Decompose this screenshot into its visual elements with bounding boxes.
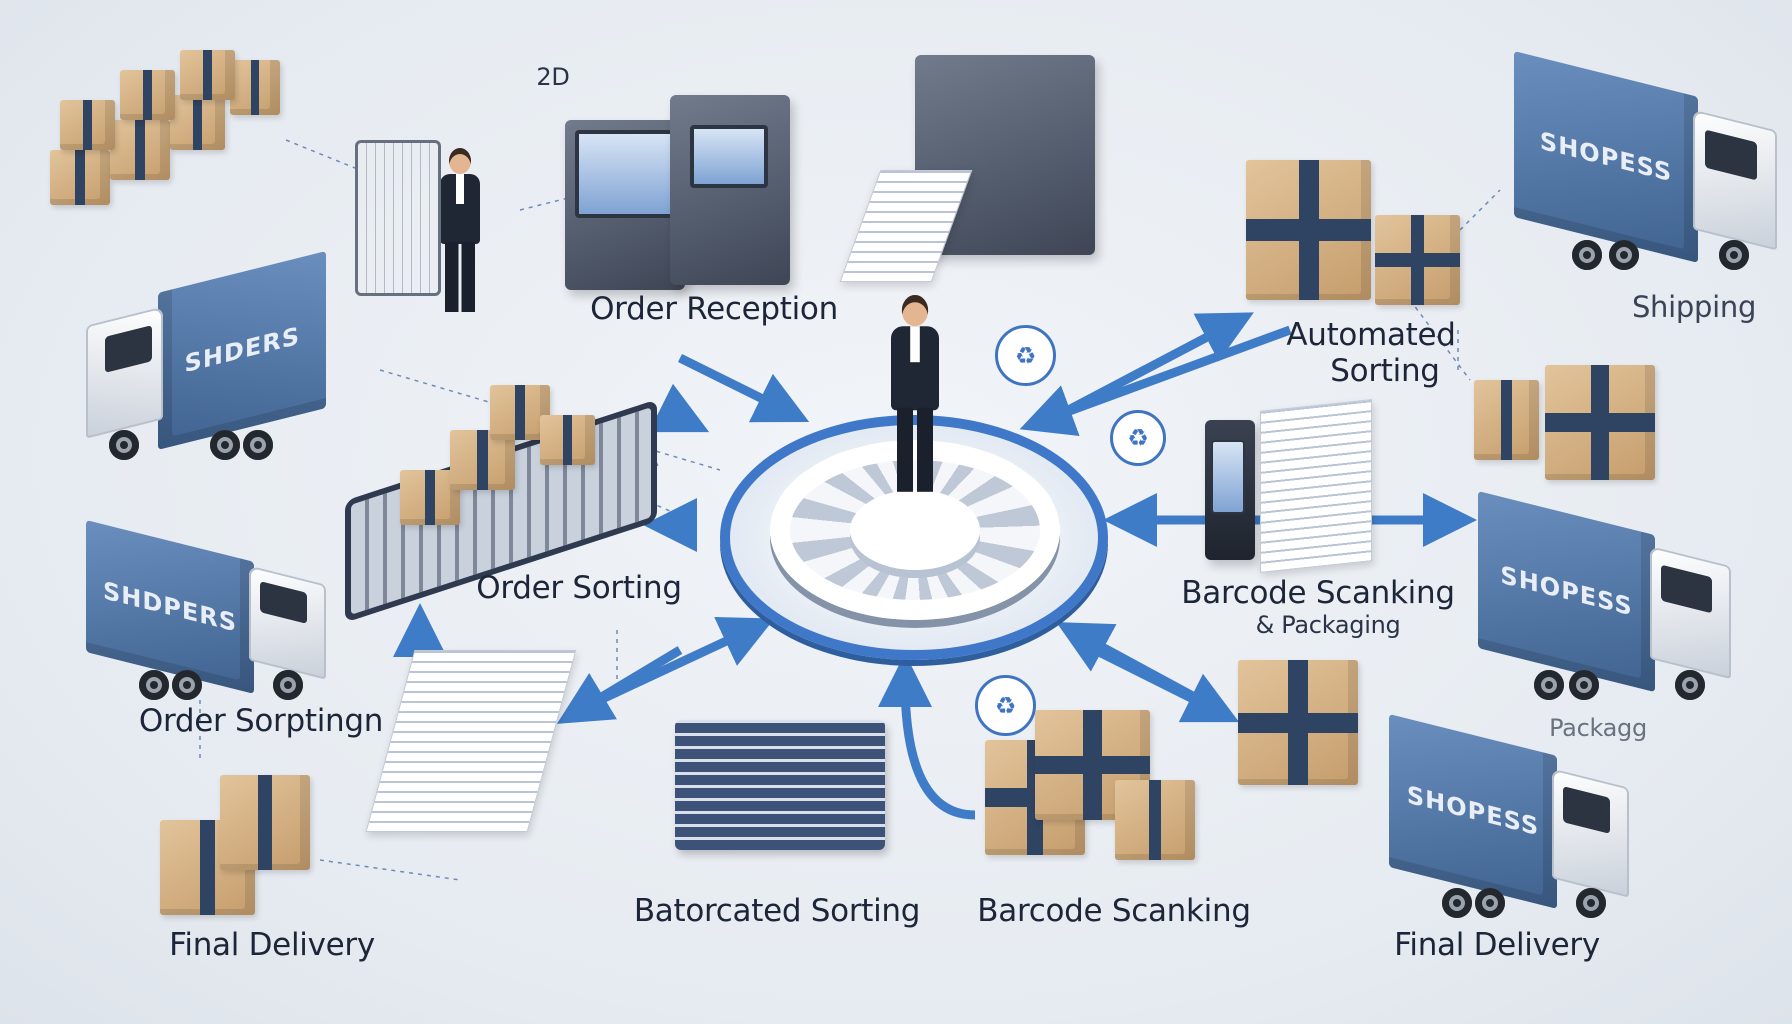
hub-platform (850, 490, 980, 570)
truck-wheel (1441, 887, 1472, 918)
label-order-sorptingn: Order Sorptingn (138, 703, 384, 739)
arrow-up-to-hub (878, 653, 976, 820)
cardboard-box (120, 70, 175, 120)
truck-wheel (1719, 239, 1750, 270)
document-stack (675, 720, 885, 850)
truck-cab (1650, 546, 1731, 680)
tag-2d: 2D (536, 63, 570, 91)
truck-brand-text: SHDPERS (102, 576, 238, 638)
truck-brand-text: SHDERS (184, 322, 300, 379)
cardboard-box (490, 385, 550, 440)
truck-cargo: SHDERS (158, 251, 326, 450)
arrow-reception-to-hub (678, 353, 810, 423)
truck-wheel (172, 670, 203, 701)
truck-wheel (209, 429, 240, 460)
label-shipping: Shipping (1631, 290, 1757, 324)
cardboard-box (170, 95, 225, 150)
truck-wheel (243, 429, 274, 460)
label-automated-sorting-1: Automated (1286, 317, 1456, 353)
label-barcode-scanking: Barcode Scanking (1181, 575, 1455, 611)
truck-cargo: SHDPERS (86, 520, 254, 694)
truck-brand-text: SHOPESS (1406, 780, 1540, 842)
truck-brand-text: SHOPESS (1539, 126, 1673, 188)
truck-wheel (1675, 669, 1706, 700)
arrow-packaging-to-hub (1056, 622, 1203, 704)
cardboard-box (220, 775, 310, 870)
flow-arrows (393, 312, 1477, 820)
delivery-truck: SHOPESS (1389, 714, 1629, 926)
shopper-figure (430, 148, 490, 348)
truck-wheel (273, 670, 304, 701)
delivery-truck: SHOPESS (1478, 491, 1731, 709)
manager-figure (873, 295, 957, 583)
truck-brand-text: SHOPESS (1500, 561, 1633, 623)
cardboard-box (450, 430, 515, 490)
delivery-truck: SHDERS (86, 251, 326, 469)
recycle-icon: ♻ (1110, 410, 1166, 466)
label-final-delivery-right: Final Delivery (1394, 927, 1600, 963)
cardboard-box (1115, 780, 1195, 860)
label-automated-sorting-2: Sorting (1330, 353, 1440, 389)
order-kiosk (670, 95, 790, 285)
label-order-sorting: Order Sorting (476, 570, 682, 606)
cardboard-box (180, 50, 235, 100)
cardboard-box (540, 415, 595, 465)
truck-wheel (1608, 239, 1639, 270)
order-terminal (565, 120, 685, 290)
barcode-document (1260, 399, 1372, 573)
truck-cab (1692, 109, 1777, 251)
truck-wheel (1569, 669, 1600, 700)
barcode-scanner (1205, 420, 1255, 560)
shopping-cart-icon (355, 140, 441, 296)
cardboard-box (1246, 160, 1371, 300)
cardboard-box (1474, 380, 1539, 460)
delivery-truck: SHOPESS (1514, 51, 1777, 281)
truck-cargo: SHOPESS (1514, 51, 1699, 263)
cardboard-box (110, 120, 170, 180)
label-order-reception: Order Reception (590, 291, 838, 327)
cardboard-box (60, 100, 115, 150)
label-packagg: Packagg (1549, 714, 1647, 742)
cardboard-box (1238, 660, 1358, 785)
label-final-delivery-left: Final Delivery (169, 927, 375, 963)
truck-cab (86, 306, 163, 440)
delivery-truck: SHDPERS (86, 520, 326, 703)
truck-wheel (108, 429, 139, 460)
arrow-sorting-to-hub (1019, 325, 1292, 437)
cardboard-box (1545, 365, 1655, 480)
cardboard-box (230, 60, 280, 115)
label-barcode-scanking-bottom: Barcode Scanking (977, 893, 1251, 929)
label-and-packaging: & Packaging (1255, 611, 1401, 639)
truck-cab (249, 565, 326, 680)
cardboard-box (50, 150, 110, 205)
truck-wheel (1533, 669, 1564, 700)
arrow-paper-to-hub (598, 616, 775, 705)
truck-wheel (1576, 887, 1607, 918)
arrow-sorting-to-hub-small (648, 383, 710, 433)
truck-cab (1552, 768, 1629, 898)
truck-wheel (1571, 239, 1602, 270)
arrow-hub-to-paper (556, 646, 683, 724)
truck-wheel (1475, 887, 1506, 918)
recycle-icon: ♻ (995, 325, 1056, 386)
recycle-icon: ♻ (975, 675, 1036, 736)
truck-wheel (138, 670, 169, 701)
cardboard-box (1375, 215, 1460, 305)
truck-cargo: SHOPESS (1389, 714, 1557, 909)
label-batorcated-sorting: Batorcated Sorting (633, 893, 921, 929)
truck-cargo: SHOPESS (1478, 491, 1656, 693)
